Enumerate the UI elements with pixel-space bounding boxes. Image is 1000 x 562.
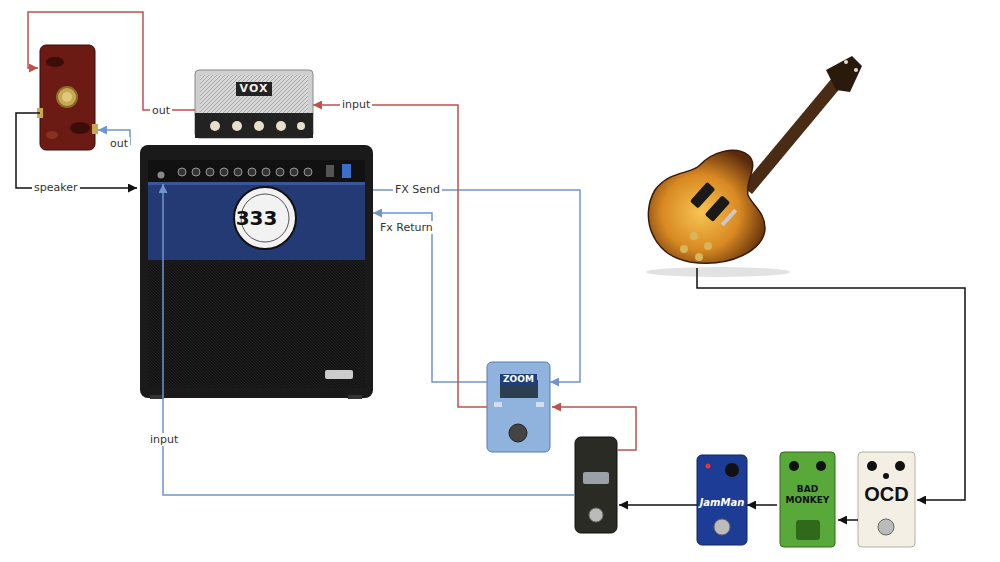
combo-amp: [140, 145, 373, 399]
cable: [838, 519, 858, 521]
text-holder: BAD MONKEY: [777, 484, 838, 507]
device-logo: 333: [236, 206, 278, 230]
device-logo: VOX: [236, 82, 273, 96]
jack-label: out: [108, 137, 130, 150]
ab-switch-pedal: [575, 437, 617, 533]
multi-effect-pedal: ZOOM: [487, 362, 550, 452]
cable: [373, 213, 487, 382]
multi-effect-pedal: [487, 362, 550, 452]
loop-pedal: [37, 45, 98, 150]
cable: [747, 504, 777, 506]
jack-label: out: [150, 104, 172, 117]
patch-cable: [619, 504, 697, 506]
speaker-cable: [16, 113, 137, 188]
jack-label: input: [340, 98, 372, 111]
text-holder: VOX: [195, 77, 313, 96]
jack-label: Fx Return: [378, 221, 435, 234]
device-logo: ZOOM: [500, 374, 537, 385]
device-logo: JamMan: [700, 497, 745, 509]
blue-cable: [163, 184, 575, 495]
overdrive-pedal: [858, 452, 915, 547]
red-cable: [28, 12, 195, 110]
text-holder: 333: [140, 206, 373, 230]
overdrive-pedal: OCD: [858, 452, 915, 547]
cables: [16, 12, 965, 505]
jack-label: input: [148, 433, 180, 446]
guitar: [646, 56, 862, 277]
text-holder: OCD: [858, 482, 915, 506]
text-holder: ZOOM: [487, 367, 550, 386]
overdrive-pedal: BAD MONKEY: [777, 452, 838, 547]
jack-label: speaker: [32, 181, 80, 194]
guitar-cable: [697, 268, 965, 500]
red-cable: [552, 407, 636, 450]
amp-head: [195, 70, 313, 138]
device-logo: BAD MONKEY: [777, 484, 838, 506]
looper-pedal: [697, 455, 747, 545]
device-logo: OCD: [864, 482, 908, 506]
cable: [373, 190, 580, 382]
jack-label: FX Send: [393, 183, 442, 196]
cable: [313, 105, 487, 407]
text-holder: JamMan: [697, 491, 747, 510]
amp-head: VOX: [195, 70, 313, 138]
looper-pedal: JamMan: [697, 455, 747, 545]
combo-amp: 333: [140, 145, 373, 398]
